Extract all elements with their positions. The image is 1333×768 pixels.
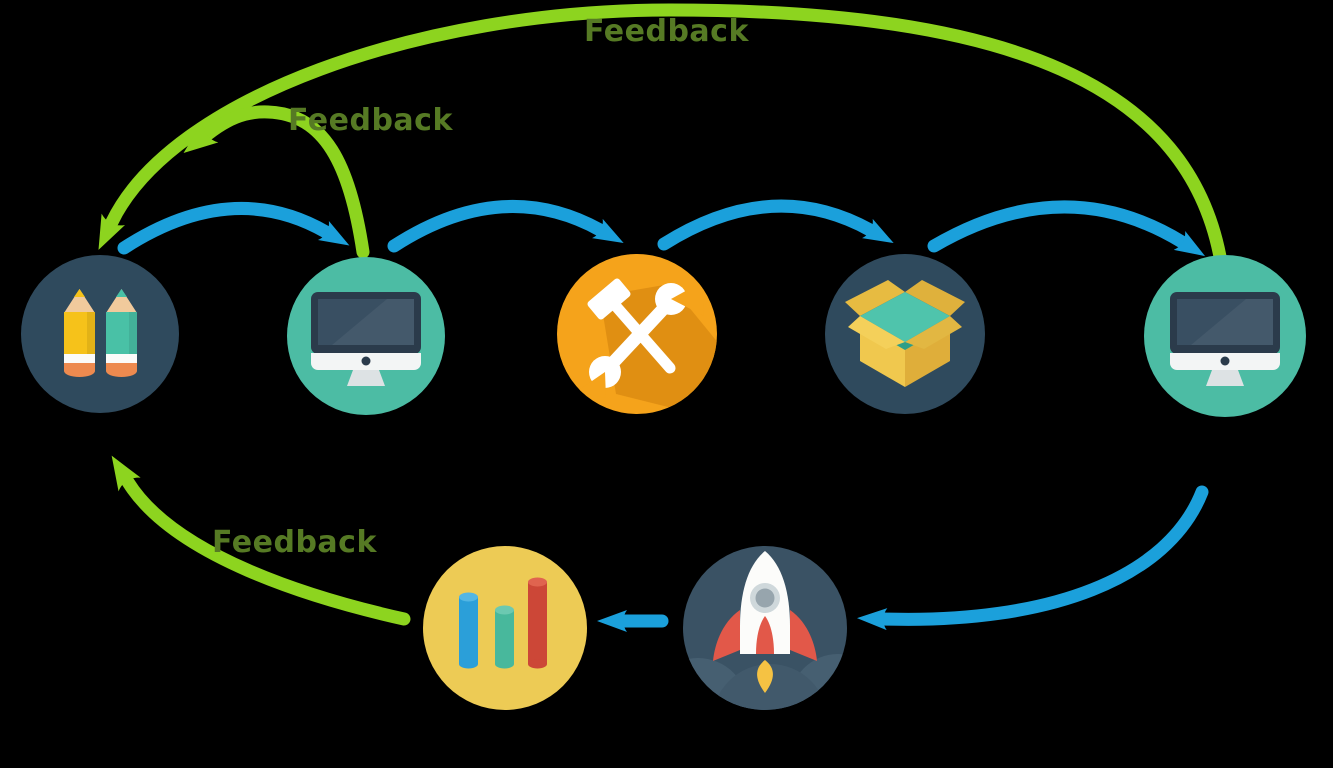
bar-chart-node [423,546,587,710]
flow-arrow-3 [657,199,894,251]
bar-chart-icon [459,577,547,669]
feedback-arrow-bottom [111,455,411,626]
hammer-wrench-icon [576,278,704,398]
monitor-node-1 [287,257,445,415]
feedback-label-top: Feedback [584,14,749,49]
flow-arrow-4 [927,200,1206,257]
flow-arrow-2 [387,199,624,253]
rocket-node [683,546,847,710]
feedback-label-bottom: Feedback [212,525,377,560]
feedback-arrow-long [98,3,1228,269]
feedback-label-mid: Feedback [288,103,453,138]
open-box-icon [845,280,965,387]
tools-node [557,254,717,414]
box-node [825,254,985,414]
flow-arrow-1 [117,201,350,255]
rocket-icon [713,551,817,693]
pencils-node [21,255,179,413]
monitor-node-2 [1144,255,1306,417]
feedback-arrow-short [183,105,370,259]
pencils-icon [64,289,137,377]
flow-arrow-5 [857,485,1209,631]
